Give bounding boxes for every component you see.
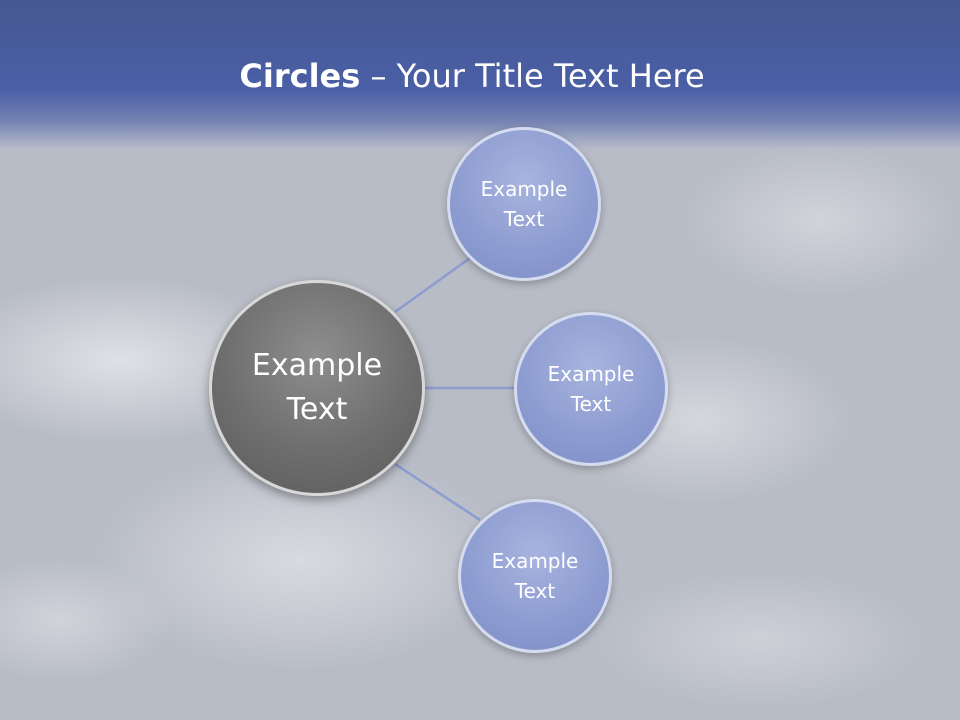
connector-bottom [394,462,481,522]
satellite-circle-top[interactable]: Example Text [447,127,601,281]
satellite-label-bottom: Example Text [491,549,579,603]
title-rest: – Your Title Text Here [360,57,705,95]
satellite-circle-middle[interactable]: Example Text [514,312,668,466]
satellite-circle-bottom[interactable]: Example Text [458,499,612,653]
center-circle[interactable]: Example Text [209,280,425,496]
slide-title[interactable]: Circles – Your Title Text Here [0,54,944,98]
title-banner [0,0,960,150]
connector-top [394,256,471,314]
satellite-label-top: Example Text [480,177,568,231]
center-circle-label: Example Text [251,348,383,427]
title-bold: Circles [239,57,361,95]
satellite-label-middle: Example Text [547,362,635,416]
